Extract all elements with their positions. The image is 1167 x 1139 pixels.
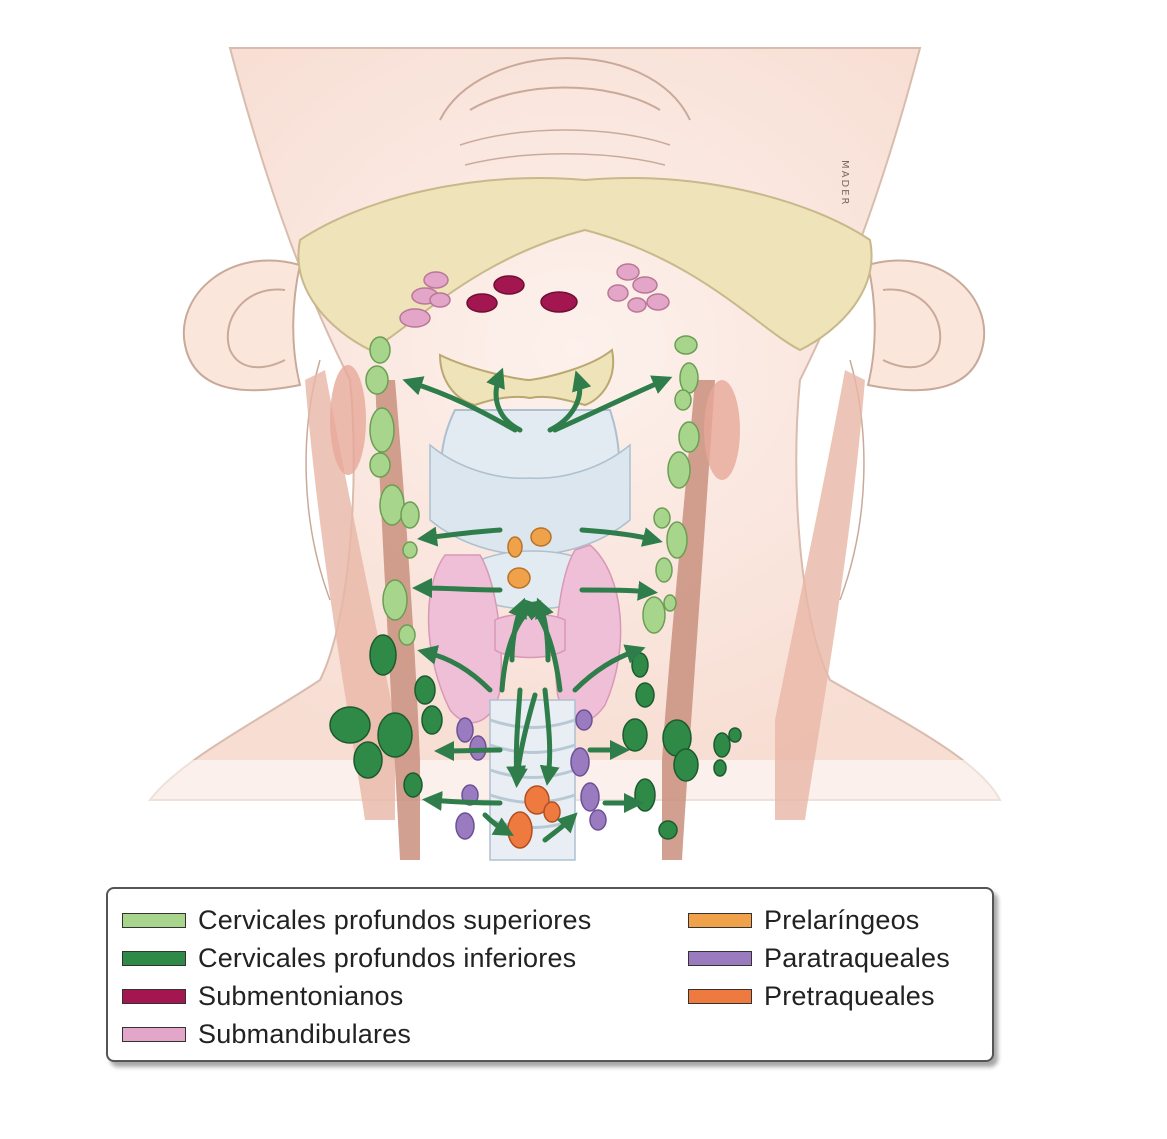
legend-item-superior-deep-cervical: Cervicales profundos superiores — [122, 901, 591, 939]
legend-label: Submandibulares — [198, 1018, 412, 1049]
left-sternocleidomastoid — [305, 370, 395, 820]
submandibular-nodes — [399, 263, 670, 328]
superior-deep-cervical-nodes — [365, 335, 700, 646]
legend-label: Submentonianos — [198, 980, 404, 1011]
legend-item-prelaryngeal: Prelaríngeos — [688, 901, 950, 939]
legend-left-column: Cervicales profundos superiores Cervical… — [122, 901, 591, 1053]
right-ear — [866, 259, 986, 392]
legend-swatch — [688, 912, 752, 928]
legend-label: Cervicales profundos superiores — [198, 904, 592, 935]
legend-swatch — [122, 1026, 186, 1042]
hyoid-bone — [438, 348, 615, 407]
legend-item-inferior-deep-cervical: Cervicales profundos inferiores — [122, 939, 591, 977]
trachea — [489, 699, 576, 861]
legend: Cervicales profundos superiores Cervical… — [106, 887, 994, 1062]
prelaryngeal-nodes — [507, 527, 552, 589]
submental-nodes — [466, 275, 578, 313]
drainage-arrows — [402, 367, 673, 843]
legend-label: Prelaríngeos — [764, 904, 920, 935]
legend-swatch — [122, 988, 186, 1004]
legend-swatch — [122, 912, 186, 928]
legend-label: Cervicales profundos inferiores — [198, 942, 577, 973]
legend-label: Pretraqueales — [764, 980, 935, 1011]
legend-label: Paratraqueales — [764, 942, 950, 973]
legend-item-paratracheal: Paratraqueales — [688, 939, 950, 977]
legend-swatch — [688, 950, 752, 966]
legend-swatch — [688, 988, 752, 1004]
right-sternocleidomastoid — [775, 370, 865, 820]
legend-swatch — [122, 950, 186, 966]
legend-right-column: Prelaríngeos Paratraqueales Pretraqueale… — [688, 901, 950, 1015]
pretracheal-nodes — [507, 785, 561, 849]
legend-item-submandibular: Submandibulares — [122, 1015, 591, 1053]
inferior-deep-cervical-nodes — [329, 634, 742, 840]
left-ear — [182, 259, 302, 392]
artist-signature: MADER — [839, 160, 850, 206]
legend-item-pretracheal: Pretraqueales — [688, 977, 950, 1015]
legend-item-submental: Submentonianos — [122, 977, 591, 1015]
